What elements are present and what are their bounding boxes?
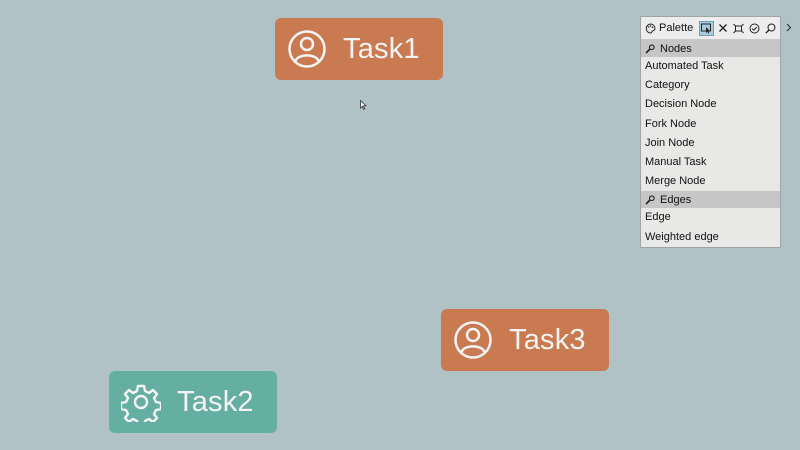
palette-item-edge[interactable]: Edge xyxy=(645,211,671,224)
palette-item-merge-node[interactable]: Merge Node xyxy=(645,175,706,188)
palette-item-fork-node[interactable]: Fork Node xyxy=(645,117,697,130)
task-node-label: Task3 xyxy=(509,323,586,356)
palette-group-edges[interactable]: Edges xyxy=(641,191,780,209)
task-node-label: Task2 xyxy=(177,385,254,418)
palette-group-nodes[interactable]: Nodes xyxy=(641,40,780,57)
palette-item-decision-node[interactable]: Decision Node xyxy=(645,98,717,111)
user-icon xyxy=(287,29,327,69)
wrench-icon xyxy=(645,195,655,205)
palette-icon xyxy=(645,22,656,34)
tool-palette: Palette Nodes Automated Task Category xyxy=(640,16,781,248)
task-node-task3[interactable]: Task3 xyxy=(441,309,609,371)
user-icon xyxy=(453,320,493,360)
palette-item-join-node[interactable]: Join Node xyxy=(645,136,695,149)
collapse-palette-chevron-icon[interactable] xyxy=(784,20,794,34)
fit-to-screen-icon[interactable] xyxy=(731,21,746,36)
validate-icon[interactable] xyxy=(747,21,762,36)
palette-item-category[interactable]: Category xyxy=(645,79,690,92)
task-node-label: Task1 xyxy=(343,32,420,65)
palette-item-automated-task[interactable]: Automated Task xyxy=(645,60,724,72)
palette-group-label: Nodes xyxy=(660,42,692,55)
delete-icon[interactable] xyxy=(715,21,730,36)
task-node-task2[interactable]: Task2 xyxy=(109,371,277,433)
palette-group-label: Edges xyxy=(660,193,692,206)
gear-icon xyxy=(121,382,161,422)
wrench-icon xyxy=(645,43,655,54)
palette-item-manual-task[interactable]: Manual Task xyxy=(645,155,707,168)
palette-item-weighted-edge[interactable]: Weighted edge xyxy=(645,230,719,243)
palette-title: Palette xyxy=(659,22,694,34)
selection-tool-icon[interactable] xyxy=(699,20,714,36)
task-node-task1[interactable]: Task1 xyxy=(275,18,443,80)
search-icon[interactable] xyxy=(763,21,778,36)
mouse-cursor-icon xyxy=(360,100,367,110)
palette-header: Palette xyxy=(641,17,780,40)
